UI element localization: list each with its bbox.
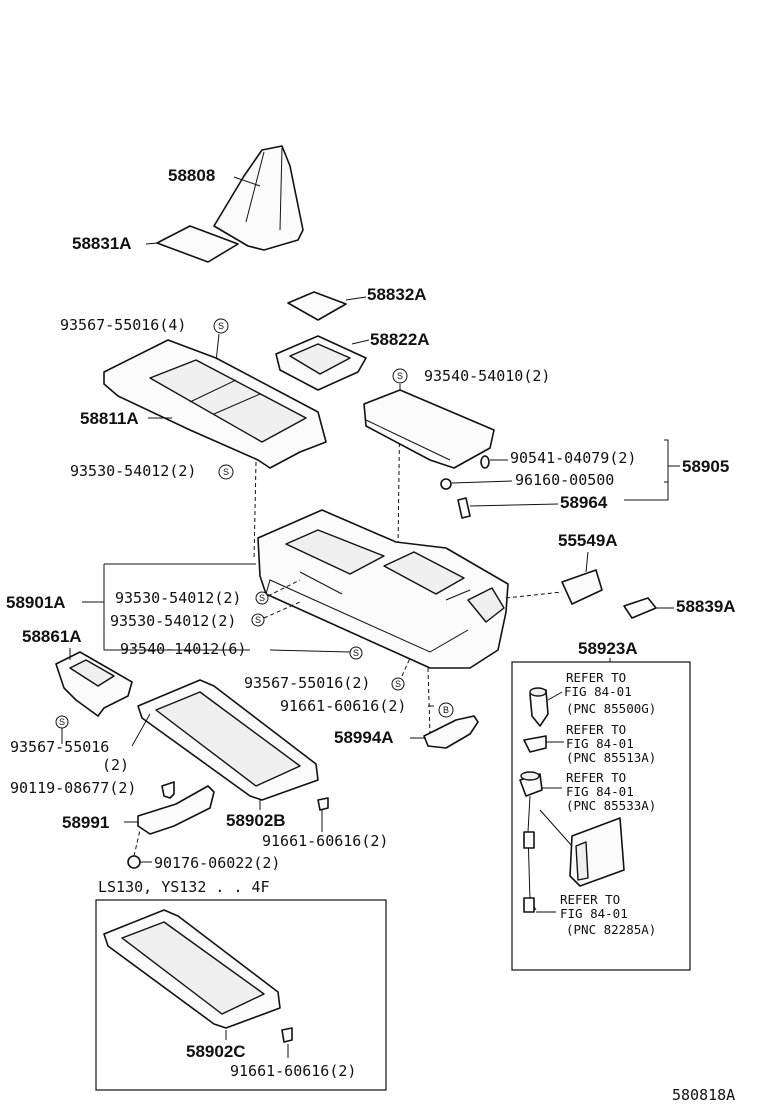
label-58964: 58964 [560, 493, 608, 512]
frame-58902C [103, 909, 281, 1029]
nut-90176 [127, 855, 141, 869]
hinge-pin [480, 455, 490, 469]
svg-text:REFER TO: REFER TO [560, 892, 620, 907]
subparts-box-58923A [511, 661, 691, 971]
svg-text:FIG 84-01: FIG 84-01 [560, 906, 628, 921]
svg-text:FIG 84-01: FIG 84-01 [564, 684, 632, 699]
console-box-58901A [257, 509, 509, 669]
ref-block-4: REFER TO FIG 84-01 (PNC 82285A) [560, 892, 656, 937]
cover-55549A [561, 569, 603, 605]
label-58861A: 58861A [22, 627, 82, 646]
label-58902B: 58902B [226, 811, 286, 830]
label-58902C: 58902C [186, 1042, 246, 1061]
screw-symbol-left: S [218, 464, 234, 480]
socket-85513A [523, 735, 547, 753]
label-58822A: 58822A [370, 330, 430, 349]
figure-id: 580818A [672, 1086, 735, 1104]
label-93567-55016: 93567-55016 [10, 738, 109, 756]
screw-symbol-lower: S [349, 646, 363, 660]
label-58901A: 58901A [6, 593, 66, 612]
wire-harness-82285A [523, 795, 573, 913]
svg-text:S: S [223, 467, 229, 477]
cap-58839A [623, 597, 657, 619]
label-58923A: 58923A [578, 639, 638, 658]
label-93530-54012-2-a: 93530-54012(2) [115, 589, 241, 607]
bracket-58861A [55, 651, 133, 717]
socket-85500G [529, 687, 549, 727]
label-91661-60616-2-c: 91661-60616(2) [230, 1062, 356, 1080]
label-58808: 58808 [168, 166, 215, 185]
bolt-90119 [161, 781, 175, 799]
upper-panel-58811A [103, 339, 327, 469]
screw-symbol-top: S [213, 318, 229, 334]
latch-58964 [457, 497, 471, 519]
label-58991: 58991 [62, 813, 109, 832]
label-93567-55016-2: 93567-55016(2) [244, 674, 370, 692]
bracket-58991 [137, 785, 215, 835]
clip-symbol-b: B [438, 702, 454, 718]
svg-text:S: S [397, 371, 403, 381]
label-58831A: 58831A [72, 234, 132, 253]
ref-block-2: REFER TO FIG 84-01 (PNC 85513A) [566, 722, 656, 765]
shift-boot-58808 [213, 145, 304, 251]
label-93540-14012-6: 93540-14012(6) [120, 640, 246, 658]
svg-text:S: S [353, 648, 359, 658]
svg-text:REFER TO: REFER TO [566, 722, 626, 737]
svg-text:B: B [443, 705, 449, 715]
label-58811A: 58811A [80, 409, 139, 428]
bracket-58994A [423, 715, 479, 749]
screw-symbol-mid-b: S [251, 613, 265, 627]
label-58905: 58905 [682, 457, 729, 476]
svg-text:(PNC 82285A): (PNC 82285A) [566, 922, 656, 937]
socket-housing [569, 817, 625, 887]
svg-text:S: S [259, 593, 265, 603]
variant-box [95, 899, 387, 1091]
frame-58902B [137, 679, 319, 801]
label-58839A: 58839A [676, 597, 736, 616]
svg-text:S: S [255, 615, 261, 625]
svg-text:S: S [395, 679, 401, 689]
screw-symbol-lower-right: S [391, 677, 405, 691]
svg-text:(PNC 85500G): (PNC 85500G) [566, 701, 656, 716]
svg-text:REFER TO: REFER TO [566, 770, 626, 785]
label-93567-55016-qty: (2) [102, 756, 129, 774]
svg-text:(PNC 85513A): (PNC 85513A) [566, 750, 656, 765]
label-58832A: 58832A [367, 285, 427, 304]
svg-text:FIG 84-01: FIG 84-01 [566, 736, 634, 751]
svg-text:S: S [218, 321, 224, 331]
label-58994A: 58994A [334, 728, 394, 747]
bushing [440, 478, 452, 490]
label-93567-55016-4: 93567-55016(4) [60, 316, 186, 334]
ref-block-3: REFER TO FIG 84-01 (PNC 85533A) [566, 770, 656, 813]
plate-58831A [156, 225, 239, 263]
socket-85533A [519, 771, 543, 797]
bolt-91661-c [281, 1027, 293, 1043]
armrest-lid [363, 389, 495, 469]
screw-symbol-armrest: S [392, 368, 408, 384]
bolt-91661-b [317, 797, 329, 811]
label-96160-00500: 96160-00500 [515, 471, 614, 489]
label-90176-06022-2: 90176-06022(2) [154, 854, 280, 872]
label-91661-60616-2-b: 91661-60616(2) [262, 832, 388, 850]
tray-58822A [275, 335, 367, 391]
label-93540-54010-2: 93540-54010(2) [424, 367, 550, 385]
label-90119-08677-2: 90119-08677(2) [10, 779, 136, 797]
label-91661-60616-2-a: 91661-60616(2) [280, 697, 406, 715]
label-93530-54012-2-top: 93530-54012(2) [70, 462, 196, 480]
screw-symbol-bracket: S [55, 715, 69, 729]
svg-text:S: S [59, 717, 65, 727]
variant-caption: LS130, YS132 . . 4F [98, 878, 270, 896]
mat-58832A [287, 291, 347, 321]
svg-text:(PNC 85533A): (PNC 85533A) [566, 798, 656, 813]
screw-symbol-mid-a: S [255, 591, 269, 605]
label-90541-04079-2: 90541-04079(2) [510, 449, 636, 467]
label-55549A: 55549A [558, 531, 618, 550]
ref-block-1: REFER TO FIG 84-01 (PNC 85500G) [564, 670, 656, 716]
svg-text:REFER TO: REFER TO [566, 670, 626, 685]
label-93530-54012-2-b: 93530-54012(2) [110, 612, 236, 630]
svg-text:FIG 84-01: FIG 84-01 [566, 784, 634, 799]
